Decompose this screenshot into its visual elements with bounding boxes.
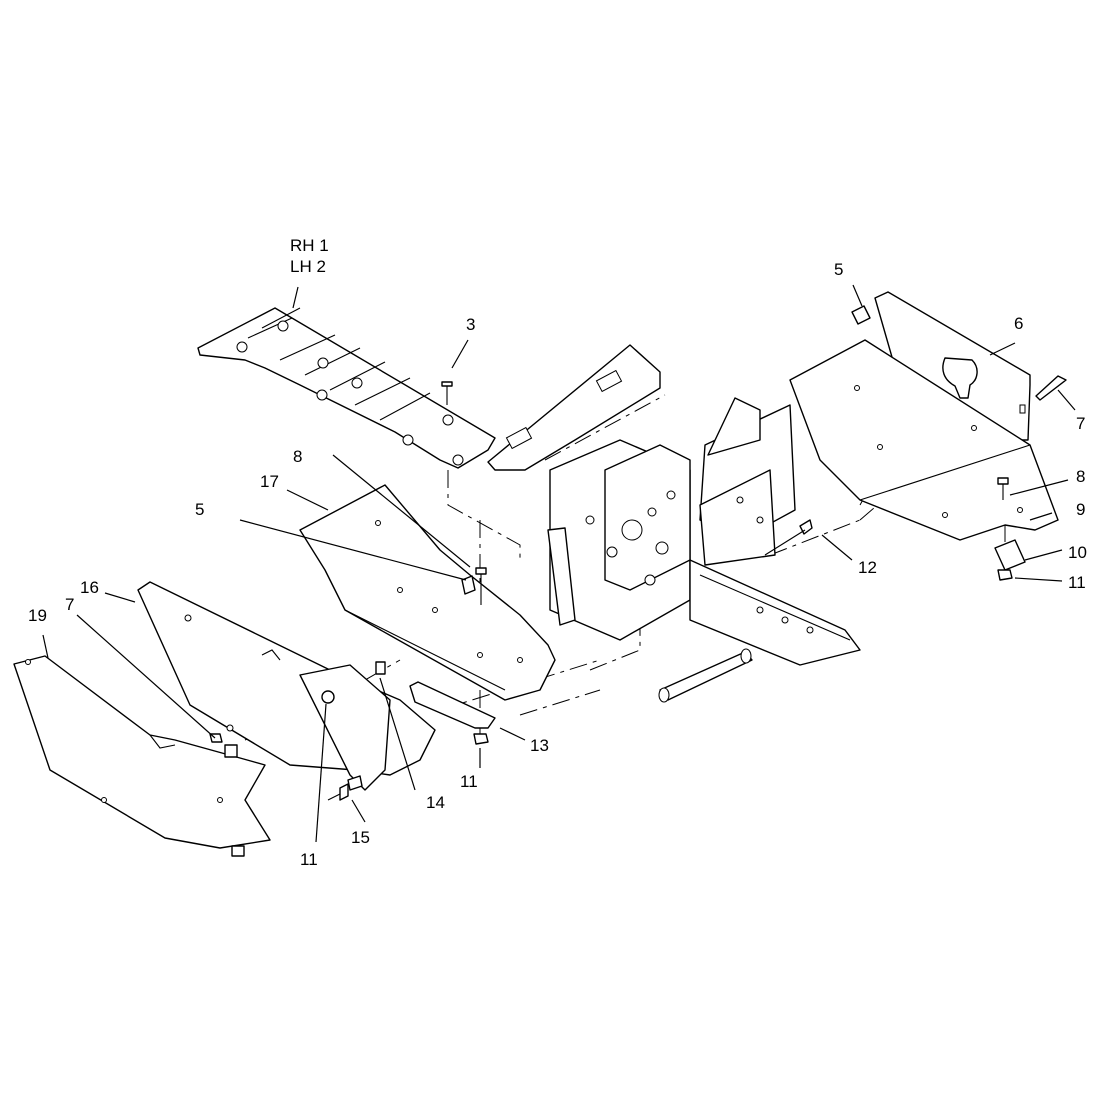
bracket-part-13 (409, 681, 496, 729)
callout-3: 3 (466, 315, 475, 334)
callout-14: 14 (426, 793, 445, 812)
clip-part-5-lower (461, 575, 476, 595)
center-frame (487, 344, 861, 703)
panel-part-19 (13, 655, 271, 857)
callout-5-upper: 5 (834, 260, 843, 279)
nut-part-11-center (473, 733, 489, 745)
leader-lines (42, 284, 1076, 843)
bolt-part-12 (764, 519, 813, 556)
panel-part-17 (299, 484, 556, 701)
screw-part-7-upper (1035, 375, 1067, 401)
running-board-part-1-2 (197, 307, 496, 469)
callout-8-lower: 8 (293, 447, 302, 466)
callout-8-upper: 8 (1076, 467, 1085, 486)
callout-rh1: RH 1 (290, 236, 329, 255)
callout-12: 12 (858, 558, 877, 577)
callout-11-left: 11 (300, 850, 318, 869)
callout-16: 16 (80, 578, 99, 597)
callout-13: 13 (530, 736, 549, 755)
nut-part-11-upper (997, 569, 1013, 581)
callout-7-lower: 7 (65, 595, 74, 614)
clip-part-5-upper (851, 305, 871, 325)
nut-part-11-left (321, 690, 335, 704)
bolt-part-8-upper (997, 477, 1009, 500)
bolt-part-3 (441, 381, 453, 405)
bracket-part-10 (994, 539, 1026, 571)
callout-10: 10 (1068, 543, 1087, 562)
callout-7-upper: 7 (1076, 414, 1085, 433)
callout-9: 9 (1076, 500, 1085, 519)
callout-17: 17 (260, 472, 279, 491)
bolt-part-15 (327, 783, 349, 801)
callout-5-lower: 5 (195, 500, 204, 519)
bolt-part-8-lower (475, 567, 487, 605)
panel-part-9 (789, 339, 1059, 541)
callout-6: 6 (1014, 314, 1023, 333)
callout-lh2: LH 2 (290, 257, 326, 276)
callout-19: 19 (28, 606, 47, 625)
callout-11-center: 11 (460, 772, 478, 791)
callout-11-upper: 11 (1068, 573, 1086, 592)
callout-labels: RH 1 LH 2 3 5 6 7 8 9 10 11 12 8 17 5 16… (28, 236, 1087, 869)
callout-15: 15 (351, 828, 370, 847)
